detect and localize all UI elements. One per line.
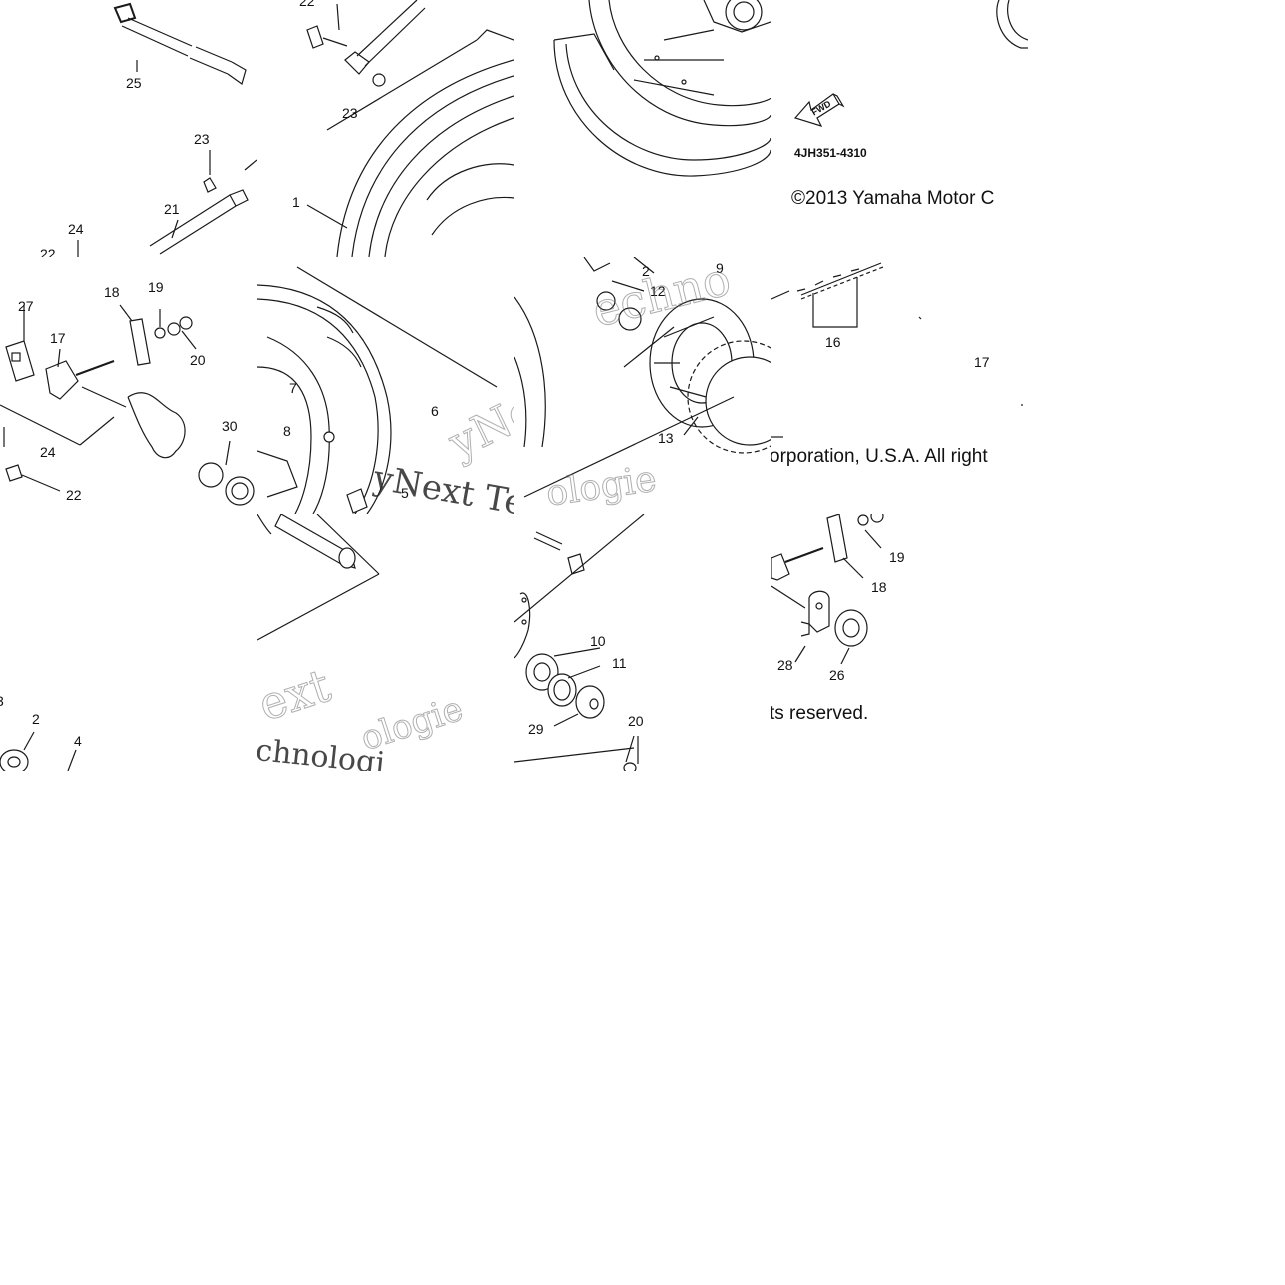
axle-drawing bbox=[77, 2, 257, 257]
diagram-tile-legend: FWD 4JH351-4310 ©2013 Yamaha Motor C bbox=[771, 0, 1028, 257]
callout-9: 9 bbox=[716, 260, 724, 276]
copyright-line-2: orporation, U.S.A. All right bbox=[771, 446, 988, 467]
diagram-tile-lower-left: 3 2 4 bbox=[0, 514, 257, 771]
diagram-tile-chain: 16 orporation, U.S.A. All right bbox=[771, 257, 1028, 514]
callout-10: 10 bbox=[590, 633, 606, 649]
callout-22: 22 bbox=[40, 246, 56, 257]
part-code: 4JH351-4310 bbox=[794, 146, 867, 160]
callout-8: 8 bbox=[283, 423, 291, 439]
callout-22: 22 bbox=[299, 0, 315, 9]
adjuster-right-drawing bbox=[1028, 257, 1285, 514]
callout-3: 3 bbox=[0, 694, 4, 708]
callout-19: 19 bbox=[148, 279, 164, 295]
callout-1: 1 bbox=[292, 194, 300, 210]
callout-12: 12 bbox=[650, 283, 666, 299]
callout-18: 18 bbox=[104, 284, 120, 300]
callout-20: 20 bbox=[190, 352, 206, 368]
copyright-line-1: ©2013 Yamaha Motor C bbox=[791, 188, 995, 209]
callout-30: 30 bbox=[222, 418, 238, 434]
callout-23: 23 bbox=[194, 131, 210, 147]
sprocket-drawing bbox=[514, 257, 771, 498]
callout-24: 24 bbox=[40, 444, 56, 460]
adjuster-17-drawing bbox=[940, 257, 1028, 407]
callout-11: 11 bbox=[612, 655, 627, 671]
fwd-arrow-drawing bbox=[793, 0, 1028, 127]
callout-17: 17 bbox=[974, 354, 990, 370]
diagram-tile-axle-lower: ext chnologi ologie bbox=[257, 514, 514, 771]
lower-left-drawing bbox=[0, 731, 77, 771]
diagram-tile-wheel-top: 22 23 1 bbox=[257, 0, 514, 257]
chain-drawing bbox=[771, 262, 1023, 438]
callout-7: 7 bbox=[289, 380, 297, 396]
diagram-tile-adjuster-right bbox=[1028, 257, 1285, 514]
diagram-tile-tire: 7 6 8 5 yNe yNext Te bbox=[257, 257, 514, 514]
callout-18: 18 bbox=[871, 579, 887, 595]
diagram-tile-sprocket: 2 12 9 13 echno ologie bbox=[514, 257, 771, 514]
tire-drawing bbox=[257, 266, 498, 514]
bearings-drawing bbox=[514, 514, 645, 771]
chain-adjuster-drawing bbox=[0, 304, 255, 506]
callout-19: 19 bbox=[889, 549, 905, 565]
callout-2: 2 bbox=[642, 263, 650, 279]
wheel-fender-drawing bbox=[553, 0, 771, 177]
callout-20: 20 bbox=[628, 713, 644, 729]
diagram-tile-axle: 25 23 21 24 22 bbox=[0, 0, 257, 257]
callout-5: 5 bbox=[401, 485, 409, 501]
diagram-tile-bearings: 10 11 29 20 bbox=[514, 514, 771, 771]
callout-2: 2 bbox=[32, 711, 40, 727]
callout-4: 4 bbox=[74, 733, 82, 749]
callout-23: 23 bbox=[342, 105, 358, 121]
callout-28: 28 bbox=[777, 657, 793, 673]
callout-17: 17 bbox=[50, 330, 66, 346]
adjuster-parts-drawing bbox=[771, 514, 884, 665]
axle-lower-drawing bbox=[257, 514, 380, 641]
callout-27: 27 bbox=[18, 298, 34, 314]
copyright-line-3: ts reserved. bbox=[771, 703, 869, 724]
diagram-tile-chain-adjuster: 27 18 19 17 20 24 30 22 bbox=[0, 257, 257, 514]
callout-16: 16 bbox=[825, 334, 841, 350]
diagram-tile-adjuster-17: 17 bbox=[940, 257, 1028, 407]
callout-13: 13 bbox=[658, 430, 674, 446]
callout-22: 22 bbox=[66, 487, 82, 503]
diagram-tile-adjuster-parts: 19 18 28 26 ts reserved. bbox=[771, 514, 1028, 771]
callout-21: 21 bbox=[164, 201, 180, 217]
callout-24: 24 bbox=[68, 221, 84, 237]
callout-29: 29 bbox=[528, 721, 544, 737]
callout-26: 26 bbox=[829, 667, 845, 683]
wheel-top-drawing bbox=[306, 0, 514, 257]
callout-25: 25 bbox=[126, 75, 142, 91]
diagram-tile-wheel-fender bbox=[514, 0, 771, 257]
callout-6: 6 bbox=[431, 403, 439, 419]
